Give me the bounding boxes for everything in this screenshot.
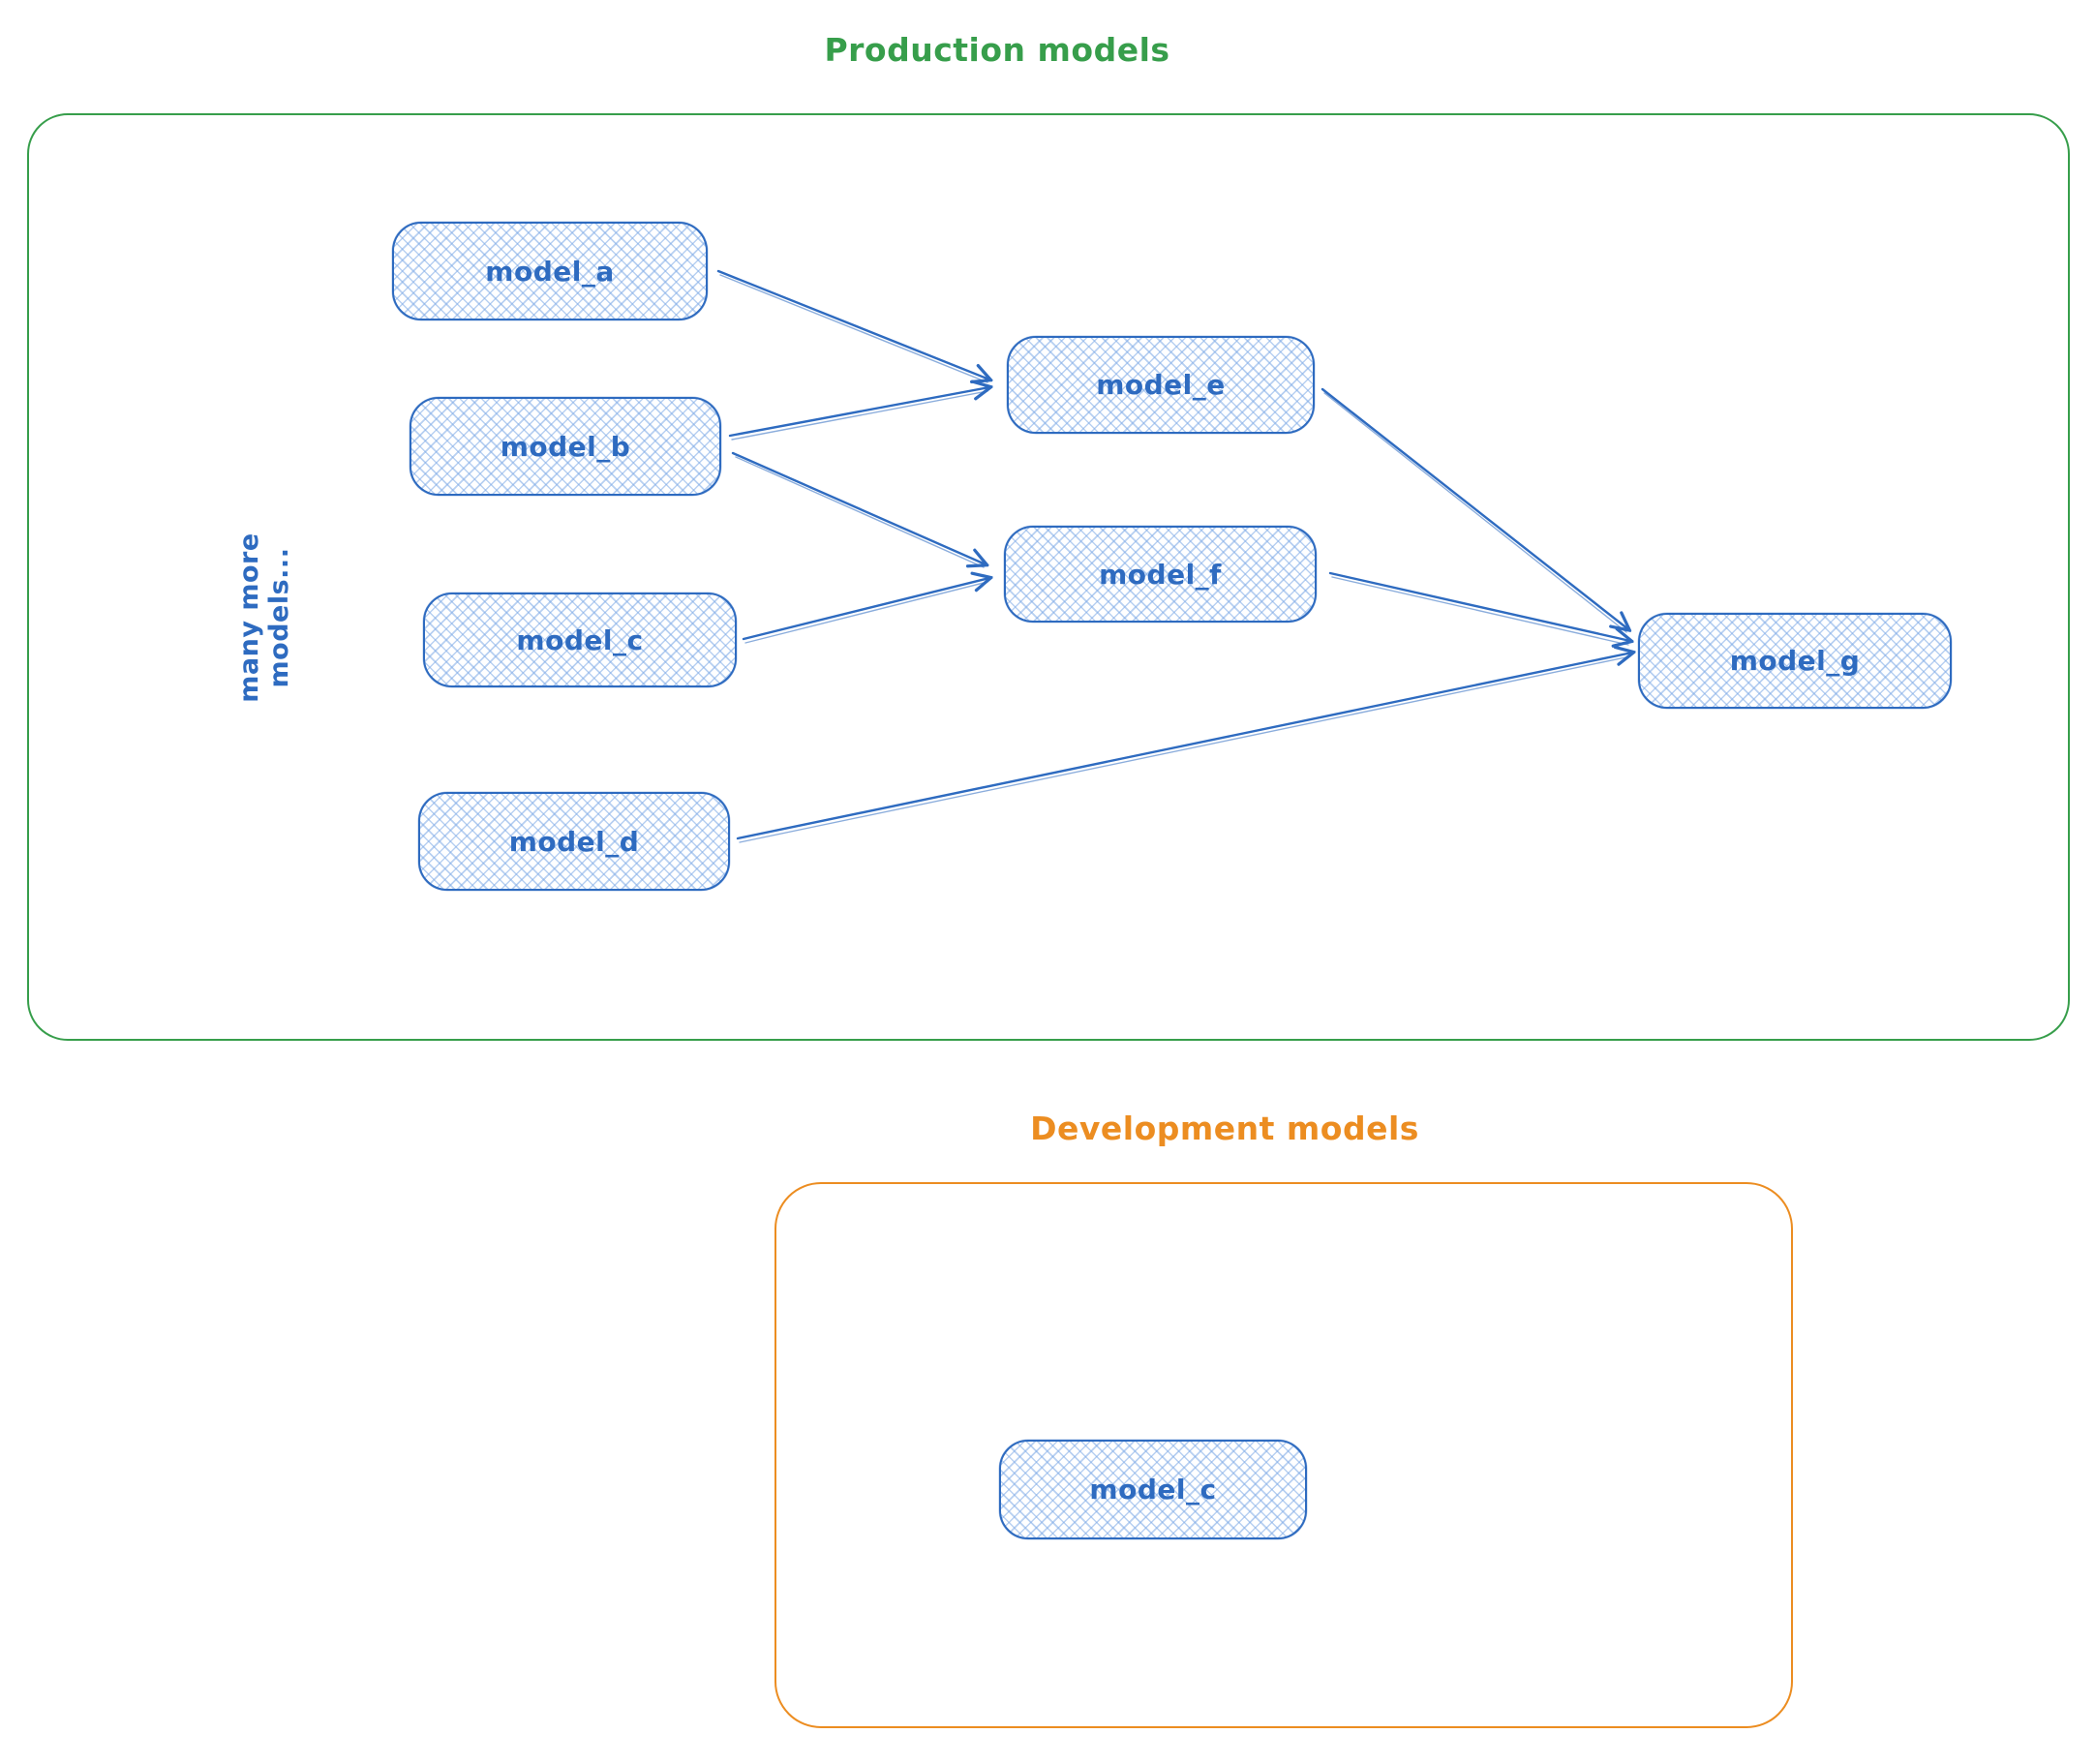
node-model-d[interactable]: model_d <box>418 792 730 891</box>
many-more-models-label: many more models... <box>234 532 294 703</box>
node-model-a-label: model_a <box>485 255 615 288</box>
node-model-g[interactable]: model_g <box>1638 613 1952 709</box>
node-dev-model-c[interactable]: model_c <box>999 1440 1307 1539</box>
node-model-a[interactable]: model_a <box>392 222 708 320</box>
development-frame-title: Development models <box>1030 1110 1419 1147</box>
node-model-g-label: model_g <box>1729 645 1861 677</box>
production-frame-title: Production models <box>824 31 1170 69</box>
node-model-c-label: model_c <box>516 623 644 656</box>
node-model-f[interactable]: model_f <box>1004 526 1317 623</box>
node-model-e[interactable]: model_e <box>1007 336 1315 434</box>
node-model-b-label: model_b <box>500 430 631 463</box>
development-frame[interactable] <box>774 1182 1793 1728</box>
node-dev-model-c-label: model_c <box>1089 1474 1217 1505</box>
node-model-e-label: model_e <box>1096 369 1226 401</box>
node-model-f-label: model_f <box>1099 558 1222 591</box>
node-model-c[interactable]: model_c <box>423 593 737 687</box>
node-model-b[interactable]: model_b <box>410 397 721 496</box>
production-frame[interactable] <box>27 113 2070 1041</box>
node-model-d-label: model_d <box>508 825 640 858</box>
